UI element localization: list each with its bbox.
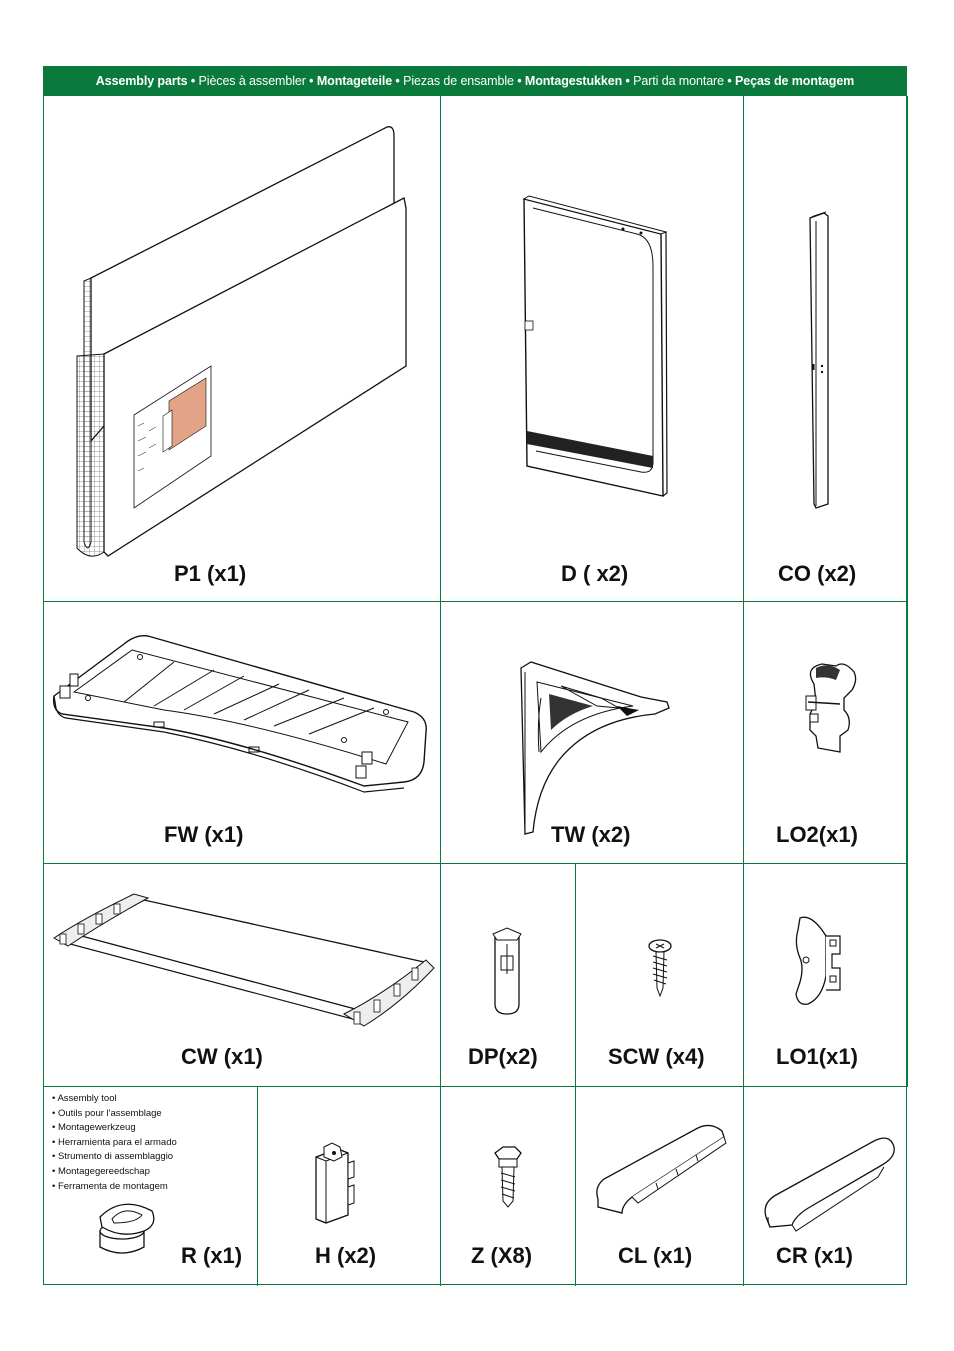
tool-list-item: Outils pour l'assemblage — [52, 1107, 177, 1122]
part-label-fw: FW (x1) — [164, 822, 244, 847]
header-segment: Piezas de ensamble — [403, 74, 514, 88]
part-cell-fw: FW (x1) — [44, 602, 441, 864]
ceiling-cw-illustration — [53, 893, 435, 1027]
part-cell-lo2: LO2(x1) — [744, 602, 908, 864]
bolt-z-illustration — [494, 1146, 522, 1208]
part-label-co: CO (x2) — [778, 561, 857, 586]
header-separator: • — [622, 74, 634, 88]
part-cell-cr: CR (x1) — [744, 1087, 908, 1286]
bracket-tw-illustration — [520, 661, 670, 835]
tool-list-item: Ferramenta de montagem — [52, 1180, 177, 1195]
part-label-lo2: LO2(x1) — [776, 822, 858, 847]
part-cell-r: Assembly tool Outils pour l'assemblage M… — [44, 1087, 258, 1286]
header-segment: Pièces à assembler — [198, 74, 306, 88]
lock-lo2-illustration — [805, 663, 857, 753]
header-separator: • — [392, 74, 404, 88]
parts-header: Assembly parts • Pièces à assembler • Mo… — [44, 67, 906, 96]
part-label-cl: CL (x1) — [618, 1243, 693, 1268]
screw-scw-illustration — [648, 939, 672, 998]
part-label-cw: CW (x1) — [181, 1044, 263, 1069]
part-cell-co: CO (x2) — [744, 96, 908, 602]
tool-r-illustration — [99, 1203, 155, 1254]
part-label-h: H (x2) — [315, 1243, 377, 1268]
part-label-p1: P1 (x1) — [174, 561, 247, 586]
dowel-dp-illustration — [492, 927, 522, 1015]
part-cell-dp: DP(x2) — [441, 864, 576, 1087]
part-cell-lo1: LO1(x1) — [744, 864, 908, 1087]
hinge-h-illustration — [315, 1142, 355, 1224]
part-cell-z: Z (X8) — [441, 1087, 576, 1286]
part-label-dp: DP(x2) — [468, 1044, 538, 1069]
cover-cr-illustration — [764, 1137, 895, 1232]
header-separator: • — [305, 74, 317, 88]
part-label-scw: SCW (x4) — [608, 1044, 705, 1069]
part-cell-h: H (x2) — [258, 1087, 441, 1286]
part-label-tw: TW (x2) — [551, 822, 631, 847]
header-segment: Montagestukken — [524, 74, 623, 88]
cover-cl-illustration — [596, 1124, 727, 1214]
header-segment: Peças de montagem — [735, 74, 855, 88]
assembly-tool-list: Assembly tool Outils pour l'assemblage M… — [52, 1092, 177, 1195]
floor-fw-illustration — [52, 634, 427, 793]
tool-list-item: Montagewerkzeug — [52, 1121, 177, 1136]
part-cell-d: D ( x2) — [441, 96, 744, 602]
header-separator: • — [187, 74, 199, 88]
part-label-lo1: LO1(x1) — [776, 1044, 858, 1069]
part-label-cr: CR (x1) — [776, 1243, 854, 1268]
header-segment: Assembly parts — [95, 74, 188, 88]
part-label-r: R (x1) — [181, 1243, 243, 1268]
part-cell-p1: P1 (x1) — [44, 96, 441, 602]
part-cell-cl: CL (x1) — [576, 1087, 744, 1286]
header-segment: Parti da montare — [633, 74, 724, 88]
header-segment: Montageteile — [316, 74, 393, 88]
tool-list-item: Assembly tool — [52, 1092, 177, 1107]
header-separator: • — [723, 74, 735, 88]
part-label-d: D ( x2) — [561, 561, 629, 586]
lock-lo1-illustration — [795, 916, 841, 1005]
panel-p1-illustration — [76, 126, 407, 557]
parts-sheet: Assembly parts • Pièces à assembler • Mo… — [43, 66, 908, 1286]
tool-list-item: Strumento di assemblaggio — [52, 1150, 177, 1165]
part-label-z: Z (X8) — [471, 1243, 533, 1268]
tool-list-item: Herramienta para el armado — [52, 1136, 177, 1151]
part-cell-tw: TW (x2) — [441, 602, 744, 864]
tool-list-item: Montagegereedschap — [52, 1165, 177, 1180]
header-separator: • — [513, 74, 525, 88]
part-cell-scw: SCW (x4) — [576, 864, 744, 1087]
column-co-illustration — [809, 211, 829, 509]
door-d-illustration — [522, 195, 668, 497]
part-cell-cw: CW (x1) — [44, 864, 441, 1087]
